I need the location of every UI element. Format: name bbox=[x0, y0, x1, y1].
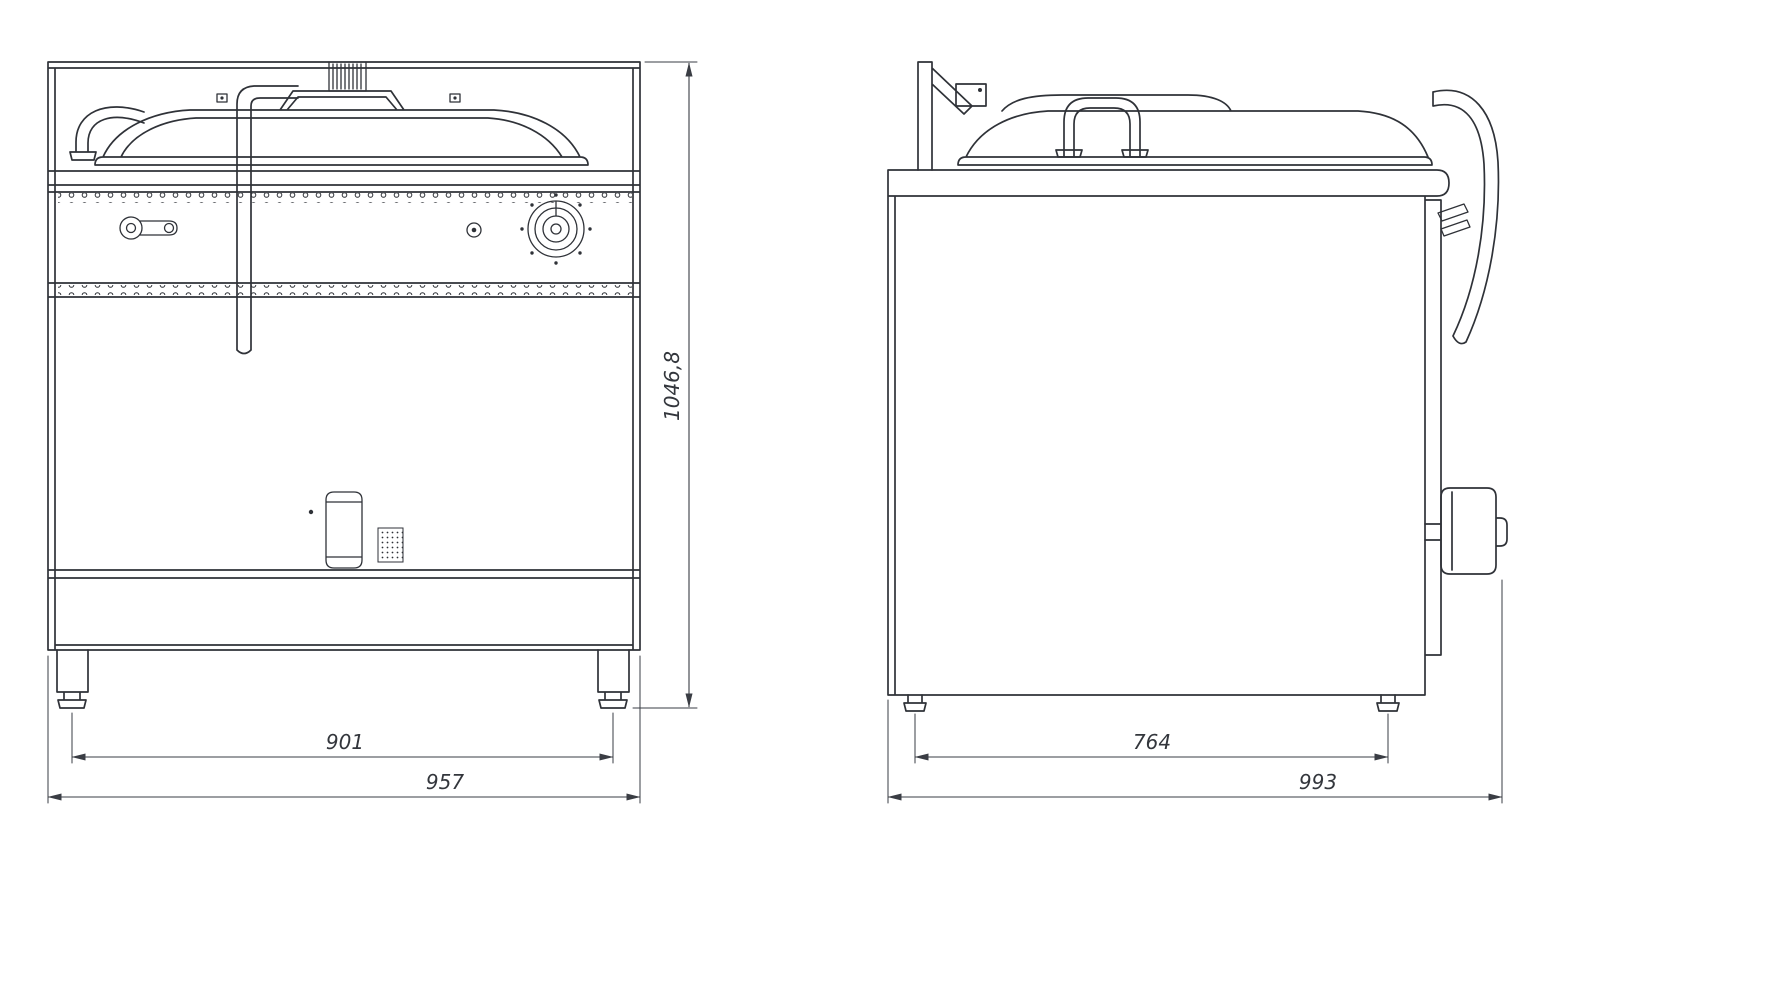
drain-column bbox=[308, 491, 363, 569]
side-filler-faucet bbox=[1055, 97, 1149, 158]
vent-stack bbox=[328, 61, 367, 92]
dimension-label-side-overall-depth: 993 bbox=[1299, 770, 1337, 794]
front-lid bbox=[94, 90, 589, 166]
side-body-outline bbox=[887, 169, 1450, 696]
side-lid bbox=[957, 94, 1433, 166]
side-view bbox=[887, 61, 1508, 712]
indicator-light bbox=[466, 222, 482, 238]
dimension-label-front-height: 1046,8 bbox=[660, 351, 684, 421]
side-dimensions: 764 993 bbox=[887, 579, 1503, 804]
tilt-hand-lever bbox=[1432, 89, 1500, 345]
vent-perforation-row-bottom bbox=[58, 285, 632, 295]
junction-box-dot bbox=[978, 88, 982, 92]
front-left-foot bbox=[56, 649, 89, 709]
dimension-label-side-feet-span: 764 bbox=[1133, 730, 1171, 754]
vent-perforation-row-top bbox=[58, 193, 632, 203]
side-extension-lines bbox=[887, 579, 1503, 804]
front-extension-lines bbox=[47, 61, 698, 804]
front-view bbox=[47, 61, 641, 709]
dimension-label-front-feet-span: 901 bbox=[326, 730, 364, 754]
side-right-foot bbox=[1376, 694, 1400, 712]
side-left-foot bbox=[903, 694, 927, 712]
rear-hinge-post bbox=[917, 61, 987, 171]
temperature-knob bbox=[520, 193, 592, 265]
lid-bolt-dot-left bbox=[220, 96, 224, 100]
hinge-clamp-details bbox=[1437, 203, 1471, 237]
front-right-foot bbox=[597, 649, 630, 709]
filler-faucet bbox=[69, 106, 145, 161]
tilt-gearbox bbox=[1424, 487, 1508, 575]
steam-valve bbox=[119, 216, 178, 240]
lid-bolt-dot-right bbox=[453, 96, 457, 100]
rating-plate bbox=[377, 527, 404, 563]
lid-bolts bbox=[216, 93, 461, 103]
dimension-label-front-overall-width: 957 bbox=[426, 770, 464, 794]
lid-handle-bar bbox=[236, 85, 299, 355]
front-body-outline bbox=[47, 61, 641, 651]
front-dimensions: 1046,8 901 957 bbox=[47, 61, 698, 804]
